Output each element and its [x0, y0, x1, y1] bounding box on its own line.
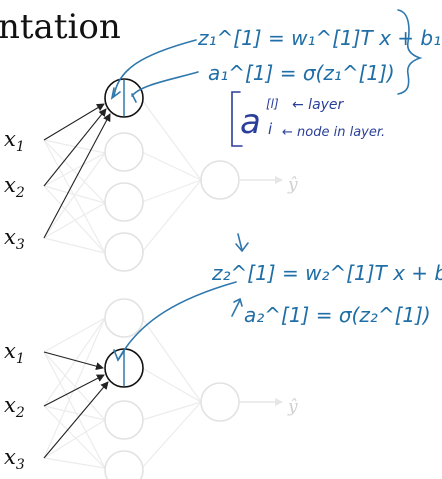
eq-brace: [397, 9, 423, 95]
bottom-input-x1: x1: [4, 339, 25, 367]
legend-a-symbol: a: [240, 102, 261, 142]
top-hidden-node-3: [104, 182, 144, 222]
ink-arrow-to-eq3: [117, 281, 237, 361]
ink-up-arrow: [231, 297, 243, 317]
top-output-label: ŷ: [287, 175, 298, 195]
top-edge-x1: [43, 103, 105, 141]
top-input-x2: x2: [4, 173, 25, 201]
bottom-output-node: [200, 382, 240, 422]
bottom-network: ŷ x1 x2 x3: [4, 298, 298, 479]
top-edge-x3: [43, 113, 111, 239]
legend-layer-note: ← layer: [292, 97, 345, 113]
bottom-hidden-node-4: [104, 450, 144, 479]
eq1-a-line: a₁^[1] = σ(z₁^[1]): [208, 61, 395, 85]
top-annotations: z₁^[1] = w₁^[1]T x + b₁^[1] a₁^[1] = σ(z…: [110, 9, 442, 147]
bottom-hidden-node-1: [104, 298, 144, 338]
bottom-edge-x3: [43, 381, 109, 459]
legend-bracket: [231, 91, 243, 147]
legend-subscript: i: [268, 120, 273, 138]
legend-superscript: [l]: [266, 97, 279, 111]
eq1-z-line: z₁^[1] = w₁^[1]T x + b₁^[1]: [197, 26, 442, 50]
eq2-a-line: a₂^[1] = σ(z₂^[1]): [244, 303, 431, 327]
top-output-node: [200, 160, 240, 200]
top-hidden-node-4: [104, 232, 144, 272]
bottom-edge-x2: [43, 374, 105, 407]
bottom-output-label: ŷ: [287, 397, 298, 417]
bottom-annotations: z₂^[1] = w₂^[1]T x + b₂^[1] a₂^[1] = σ(z…: [113, 233, 442, 362]
top-input-x1: x1: [4, 127, 25, 155]
eq2-z-line: z₂^[1] = w₂^[1]T x + b₂^[1]: [211, 261, 442, 285]
top-faint-edges: [43, 99, 283, 254]
legend-node-note: ← node in layer.: [282, 125, 385, 140]
top-hidden-node-2: [104, 132, 144, 172]
bottom-input-x3: x3: [4, 445, 25, 473]
ink-arrow-to-eq1: [113, 39, 197, 97]
ink-arrow-to-eq2: [131, 71, 199, 97]
bottom-faint-edges: [43, 317, 283, 469]
top-input-x3: x3: [4, 225, 25, 253]
bottom-input-x2: x2: [4, 393, 25, 421]
bottom-edge-x1: [43, 351, 104, 371]
slide-title: ntation: [0, 7, 121, 47]
ink-down-arrow: [235, 233, 249, 253]
bottom-hidden-node-3: [104, 400, 144, 440]
top-edge-x2: [43, 108, 107, 187]
